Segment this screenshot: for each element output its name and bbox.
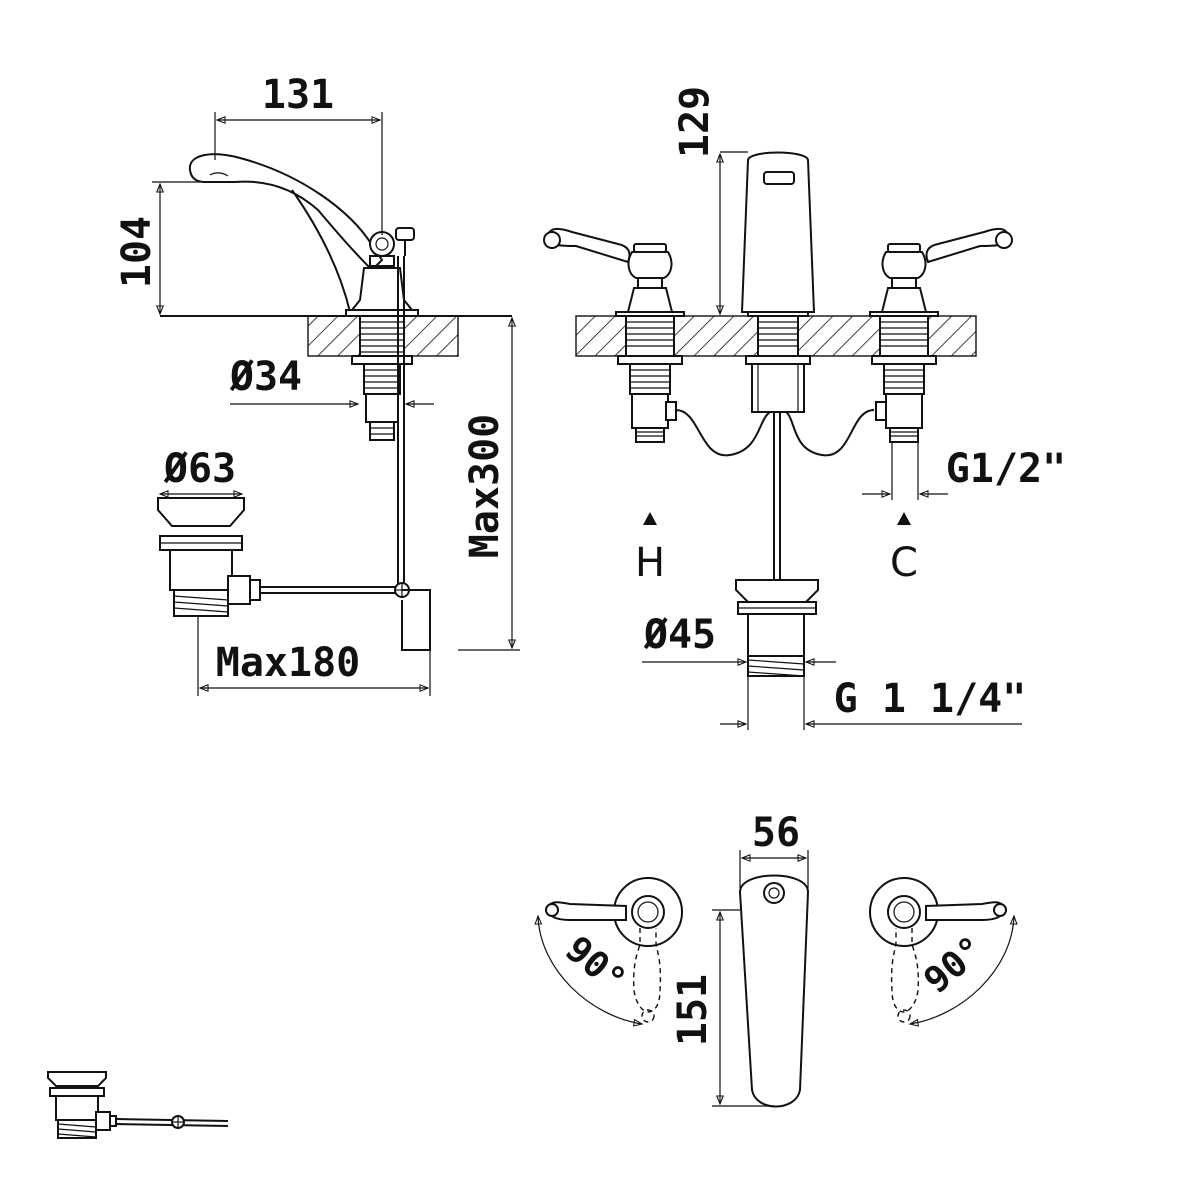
dim-left-rotation: 90° [557,929,633,1002]
spout-front [740,151,816,313]
spout-side [188,153,384,272]
waste-thumbnail [47,1071,229,1139]
waste-plug-front [735,579,819,677]
plan-view: 56 151 90° 90° [534,810,1018,1108]
dim-plug-diameter: Ø45 [643,612,716,658]
dim-right-rotation: 90° [917,929,993,1002]
cold-handle-plan: 90° [869,877,1018,1027]
side-elevation: 131 104 Ø34 Ø63 Max300 Max180 [114,72,520,696]
dim-spout-width: 56 [752,810,800,856]
dim-spout-length: 151 [670,974,716,1046]
dim-max-rod: Max180 [216,640,361,686]
dim-waste-thread: G 1 1/4" [834,676,1027,722]
spout-plan [738,874,810,1108]
dim-spout-rise: 129 [672,86,718,158]
handle-knob-side [395,227,415,241]
dim-max-depth: Max300 [462,414,508,559]
dim-spout-reach: 131 [262,72,334,118]
dim-waste-diameter: Ø63 [163,446,236,492]
hot-arrow-icon [643,512,657,525]
hot-label: H [635,540,665,586]
cold-label: C [890,540,918,586]
cold-arrow-icon [897,512,911,525]
dim-valve-thread: G1/2" [946,446,1066,492]
hot-valve [543,227,685,443]
hot-handle-plan: 90° [534,877,683,1027]
dim-spout-height: 104 [114,216,160,288]
dim-body-diameter: Ø34 [229,354,302,400]
front-elevation: 129 G1/2" H C Ø45 G 1 1/4" [543,86,1066,730]
cold-valve [869,227,1013,443]
